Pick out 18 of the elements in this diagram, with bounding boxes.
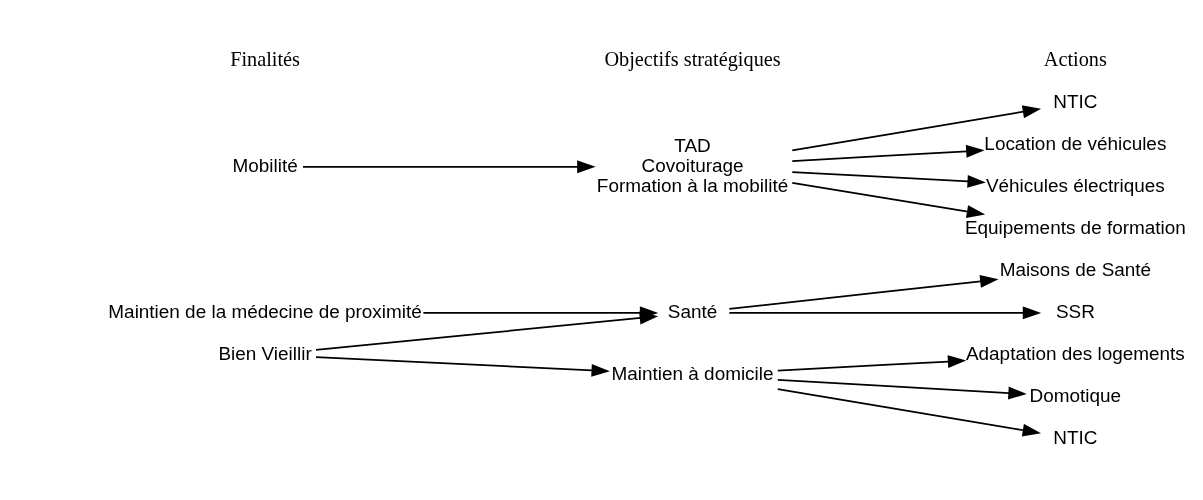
node-text: Bien Vieillir bbox=[218, 342, 312, 364]
node-text: TAD Covoiturage Formation à la mobilité bbox=[596, 134, 789, 197]
node-text: Mobilité bbox=[232, 154, 298, 176]
node-text: NTIC bbox=[1053, 91, 1098, 113]
node-text: Adaptation des logements bbox=[965, 342, 1185, 364]
node-text: Maisons de Santé bbox=[999, 258, 1152, 280]
node-text: Domotique bbox=[1029, 384, 1122, 406]
node-text: Véhicules électriques bbox=[985, 175, 1165, 197]
node-text: Equipements de formation bbox=[964, 217, 1186, 239]
node-text: NTIC bbox=[1053, 426, 1098, 448]
label: Actions bbox=[1043, 48, 1107, 71]
label: Finalités bbox=[230, 48, 300, 71]
node-text: Maintien de la médecine de proximité bbox=[108, 300, 422, 322]
label: Objectifs stratégiques bbox=[604, 48, 781, 71]
node-text: Location de véhicules bbox=[984, 133, 1167, 155]
node-text: Santé bbox=[667, 300, 718, 322]
node-text: SSR bbox=[1055, 300, 1095, 322]
node-text: Maintien à domicile bbox=[611, 363, 774, 385]
